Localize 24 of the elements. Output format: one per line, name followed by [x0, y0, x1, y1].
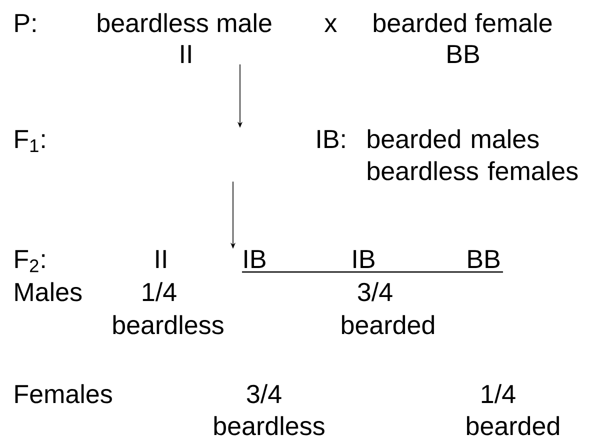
genotype-text: IB — [244, 250, 266, 268]
phenotype-text: beardless male — [98, 13, 272, 32]
generation-label: F$_{2}$: — [15, 250, 45, 272]
genotype-text: BB — [448, 45, 479, 63]
phenotype-text: beardless — [113, 315, 224, 334]
row-label: Males — [15, 282, 82, 302]
row-label: Females — [15, 384, 112, 404]
phenotype-text: bearded males beardless females — [368, 129, 578, 180]
ratio-text: 3/4 — [358, 282, 392, 302]
ratio-text: 1/4 — [482, 384, 516, 404]
cross-sign: x — [324, 18, 337, 32]
phenotype-text: bearded — [466, 416, 559, 436]
ratio-text: 1/4 — [142, 282, 176, 302]
genotype-text: II — [156, 250, 166, 268]
phenotype-text: bearded — [342, 315, 434, 334]
phenotype-text: bearded female — [374, 13, 552, 32]
genotype-text: BB — [468, 250, 500, 268]
ratio-text: 3/4 — [246, 384, 282, 404]
genotype-text: IB — [354, 250, 374, 268]
genotype-text: IB: — [318, 130, 345, 148]
genotype-text: II — [181, 45, 191, 63]
generation-label: F$_{1}$: — [15, 130, 45, 152]
generation-label: P: — [15, 14, 36, 32]
phenotype-text: beardless — [214, 416, 324, 436]
